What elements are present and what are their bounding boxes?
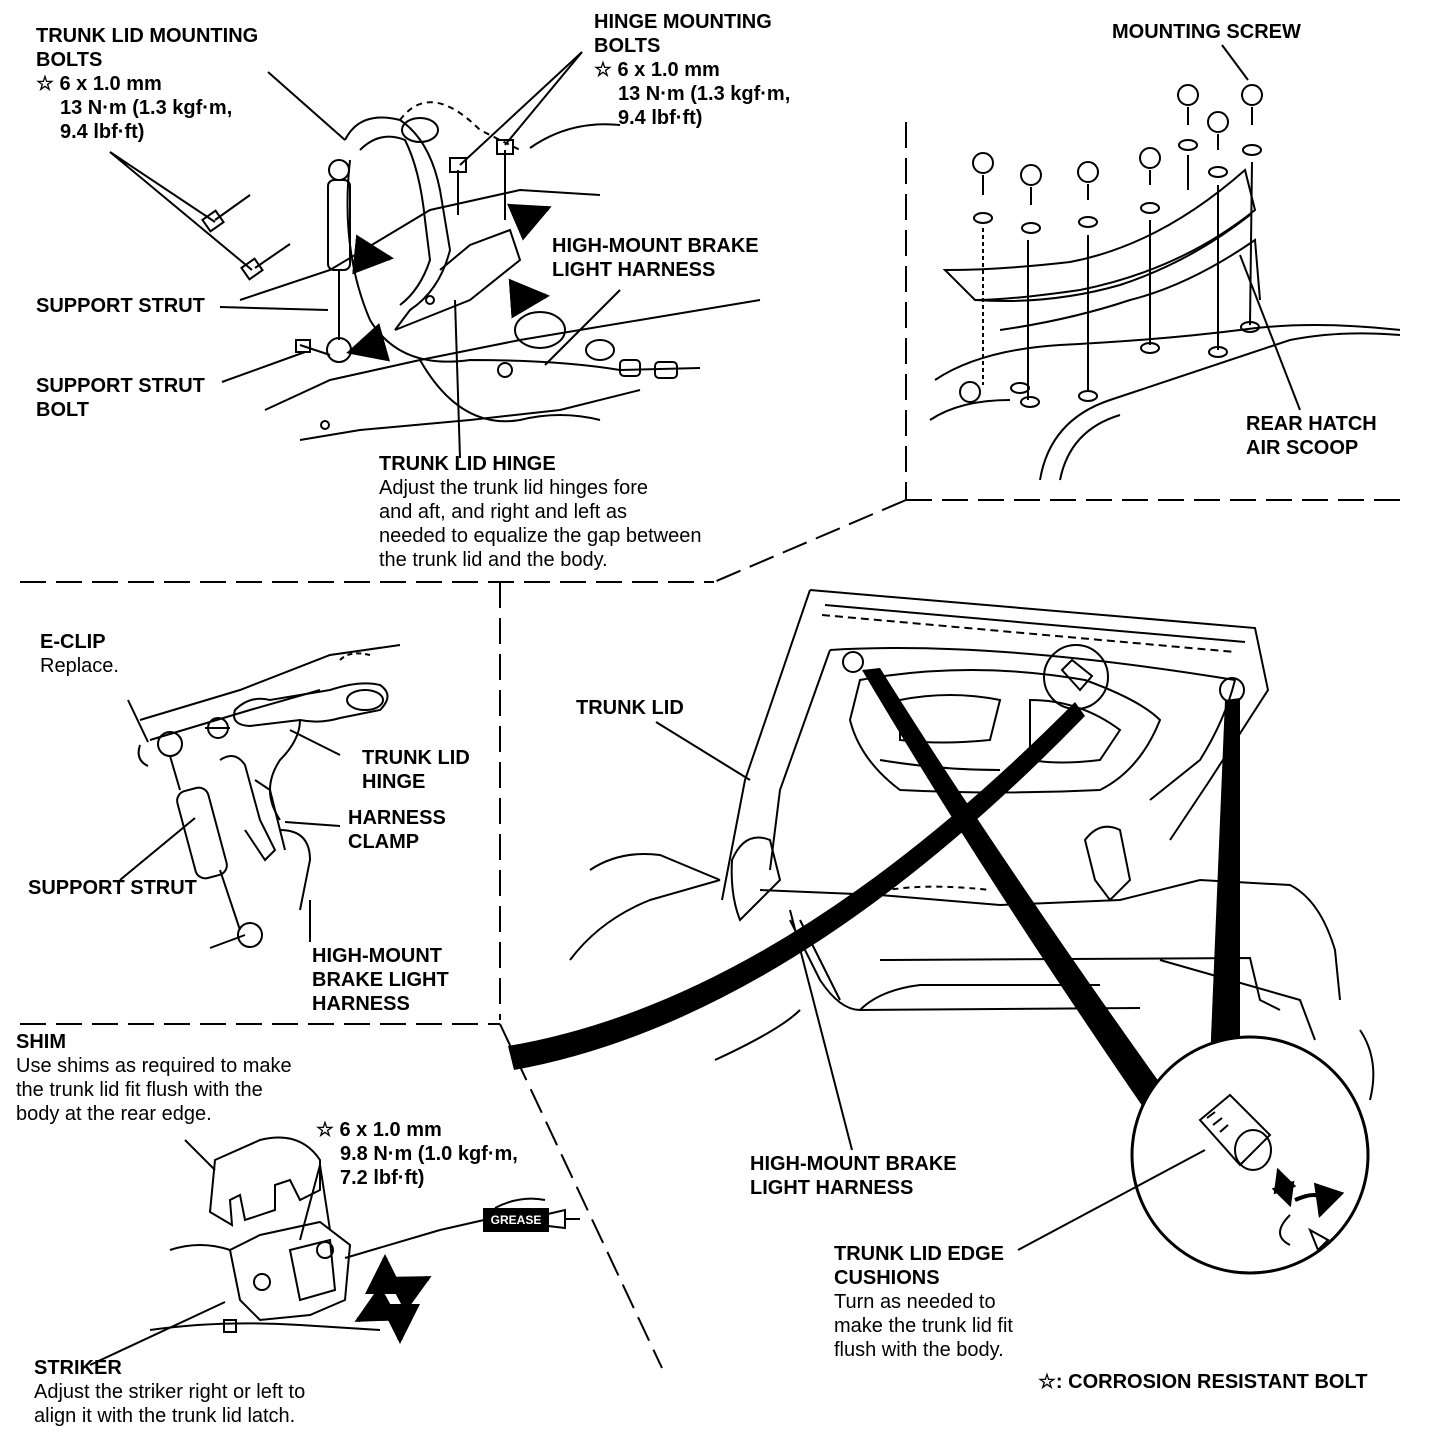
striker-line2: align it with the trunk lid latch. [34, 1405, 296, 1427]
harness-clamp-callout: HARNESS CLAMP [348, 806, 446, 854]
hinge-strut-assembly-top [109, 51, 761, 459]
hinge-mounting-bolts-torque-lbf: 9.4 lbf·ft) [618, 107, 703, 129]
trunk-lid-hinge-left-line1: TRUNK LID [362, 747, 470, 769]
trunk-lid-mounting-bolts-title-2: BOLTS [36, 49, 103, 71]
harness-clamp-line2: CLAMP [348, 831, 420, 853]
support-strut-bolt-line1: SUPPORT STRUT [36, 375, 205, 397]
legend: ☆: CORROSION RESISTANT BOLT [1038, 1370, 1367, 1394]
mounting-screw-callout: MOUNTING SCREW [1112, 20, 1301, 44]
brake-light-harness-callout-top: HIGH-MOUNT BRAKE LIGHT HARNESS [552, 234, 759, 282]
support-strut-top-label: SUPPORT STRUT [36, 295, 205, 317]
support-strut-bolt-callout: SUPPORT STRUT BOLT [36, 374, 205, 422]
support-strut-bolt-line2: BOLT [36, 399, 89, 421]
trunk-lid-hinge-left-line2: HINGE [362, 771, 426, 793]
striker-line1: Adjust the striker right or left to [34, 1381, 306, 1403]
trunk-lid-hinge-top-title: TRUNK LID HINGE [379, 453, 556, 475]
rear-hatch-air-scoop-callout: REAR HATCH AIR SCOOP [1246, 412, 1377, 460]
striker-bolt-spec-callout: ☆ 6 x 1.0 mm 9.8 N·m (1.0 kgf·m, 7.2 lbf… [316, 1118, 518, 1190]
brake-light-harness-bottom-line1: HIGH-MOUNT BRAKE [750, 1153, 957, 1175]
trunk-lid-mounting-bolts-callout: TRUNK LID MOUNTING BOLTS ☆ 6 x 1.0 mm 13… [36, 24, 258, 144]
edge-cushions-line3: flush with the body. [834, 1339, 1004, 1361]
edge-cushions-line1: Turn as needed to [834, 1291, 996, 1313]
hinge-mounting-bolts-callout: HINGE MOUNTING BOLTS ☆ 6 x 1.0 mm 13 N·m… [594, 10, 790, 130]
striker-callout: STRIKER Adjust the striker right or left… [34, 1356, 305, 1428]
cushion-leader-line [1017, 1149, 1206, 1251]
striker-title: STRIKER [34, 1357, 122, 1379]
shim-callout: SHIM Use shims as required to make the t… [16, 1030, 292, 1126]
brake-light-harness-bottom-line2: LIGHT HARNESS [750, 1177, 914, 1199]
brake-light-harness-top-line1: HIGH-MOUNT BRAKE [552, 235, 759, 257]
brake-light-harness-left-line1: HIGH-MOUNT [312, 945, 442, 967]
trunk-lid-hinge-top-line4: the trunk lid and the body. [379, 549, 608, 571]
hinge-mounting-bolts-title-2: BOLTS [594, 35, 661, 57]
shim-line1: Use shims as required to make [16, 1055, 292, 1077]
trunk-lid-mounting-bolts-torque: 13 N·m (1.3 kgf·m, [60, 97, 233, 119]
brake-light-harness-callout-left: HIGH-MOUNT BRAKE LIGHT HARNESS [312, 944, 449, 1016]
rear-hatch-air-scoop-line1: REAR HATCH [1246, 413, 1377, 435]
striker-bolt-torque: 9.8 N·m (1.0 kgf·m, [340, 1143, 518, 1165]
e-clip-title: E-CLIP [40, 631, 106, 653]
shim-line3: body at the rear edge. [16, 1103, 212, 1125]
brake-light-harness-top-line2: LIGHT HARNESS [552, 259, 716, 281]
trunk-lid-hinge-top-line1: Adjust the trunk lid hinges fore [379, 477, 649, 499]
strut-hinge-detail-left [119, 644, 401, 949]
shim-line2: the trunk lid fit flush with the [16, 1079, 263, 1101]
trunk-lid-hinge-top-line3: needed to equalize the gap between [379, 525, 702, 547]
hinge-mounting-bolts-title: HINGE MOUNTING [594, 11, 772, 33]
trunk-lid-hinge-callout-top: TRUNK LID HINGE Adjust the trunk lid hin… [379, 452, 702, 572]
harness-clamp-line1: HARNESS [348, 807, 446, 829]
shim-striker-detail [89, 1136, 580, 1366]
hinge-mounting-bolts-size: ☆ 6 x 1.0 mm [594, 59, 720, 81]
brake-light-harness-left-line3: HARNESS [312, 993, 410, 1015]
e-clip-callout: E-CLIP Replace. [40, 630, 119, 678]
trunk-lid-label: TRUNK LID [576, 697, 684, 719]
trunk-lid-mounting-bolts-title: TRUNK LID MOUNTING [36, 25, 259, 47]
shim-title: SHIM [16, 1031, 66, 1053]
trunk-lid-mounting-bolts-torque-lbf: 9.4 lbf·ft) [60, 121, 145, 143]
trunk-lid-hinge-top-line2: and aft, and right and left as [379, 501, 627, 523]
trunk-lid-hinge-callout-left: TRUNK LID HINGE [362, 746, 470, 794]
section-dividers [20, 122, 1410, 1369]
rear-hatch-air-scoop-assembly [929, 44, 1401, 481]
trunk-lid-callout: TRUNK LID [576, 696, 684, 720]
striker-bolt-size: ☆ 6 x 1.0 mm [316, 1119, 442, 1141]
brake-light-harness-callout-bottom: HIGH-MOUNT BRAKE LIGHT HARNESS [750, 1152, 957, 1200]
corrosion-resistant-bolt-legend: ☆: CORROSION RESISTANT BOLT [1038, 1371, 1368, 1393]
edge-cushions-title-2: CUSHIONS [834, 1267, 940, 1289]
edge-cushions-title: TRUNK LID EDGE [834, 1243, 1004, 1265]
brake-light-harness-left-line2: BRAKE LIGHT [312, 969, 449, 991]
support-strut-callout-top: SUPPORT STRUT [36, 294, 205, 318]
rear-hatch-air-scoop-line2: AIR SCOOP [1246, 437, 1359, 459]
trunk-lid-mounting-bolts-size: ☆ 6 x 1.0 mm [36, 73, 162, 95]
trunk-lid-edge-cushions-callout: TRUNK LID EDGE CUSHIONS Turn as needed t… [834, 1242, 1013, 1362]
mounting-screw-label: MOUNTING SCREW [1112, 21, 1301, 43]
support-strut-left-label: SUPPORT STRUT [28, 877, 197, 899]
e-clip-note: Replace. [40, 655, 119, 677]
edge-cushion-detail [1130, 1035, 1370, 1275]
hinge-mounting-bolts-torque: 13 N·m (1.3 kgf·m, [618, 83, 791, 105]
edge-cushions-line2: make the trunk lid fit [834, 1315, 1013, 1337]
striker-bolt-torque-lbf: 7.2 lbf·ft) [340, 1167, 425, 1189]
support-strut-callout-left: SUPPORT STRUT [28, 876, 197, 900]
grease-label: GREASE [490, 1213, 542, 1227]
magnifier-bands [508, 668, 1240, 1110]
